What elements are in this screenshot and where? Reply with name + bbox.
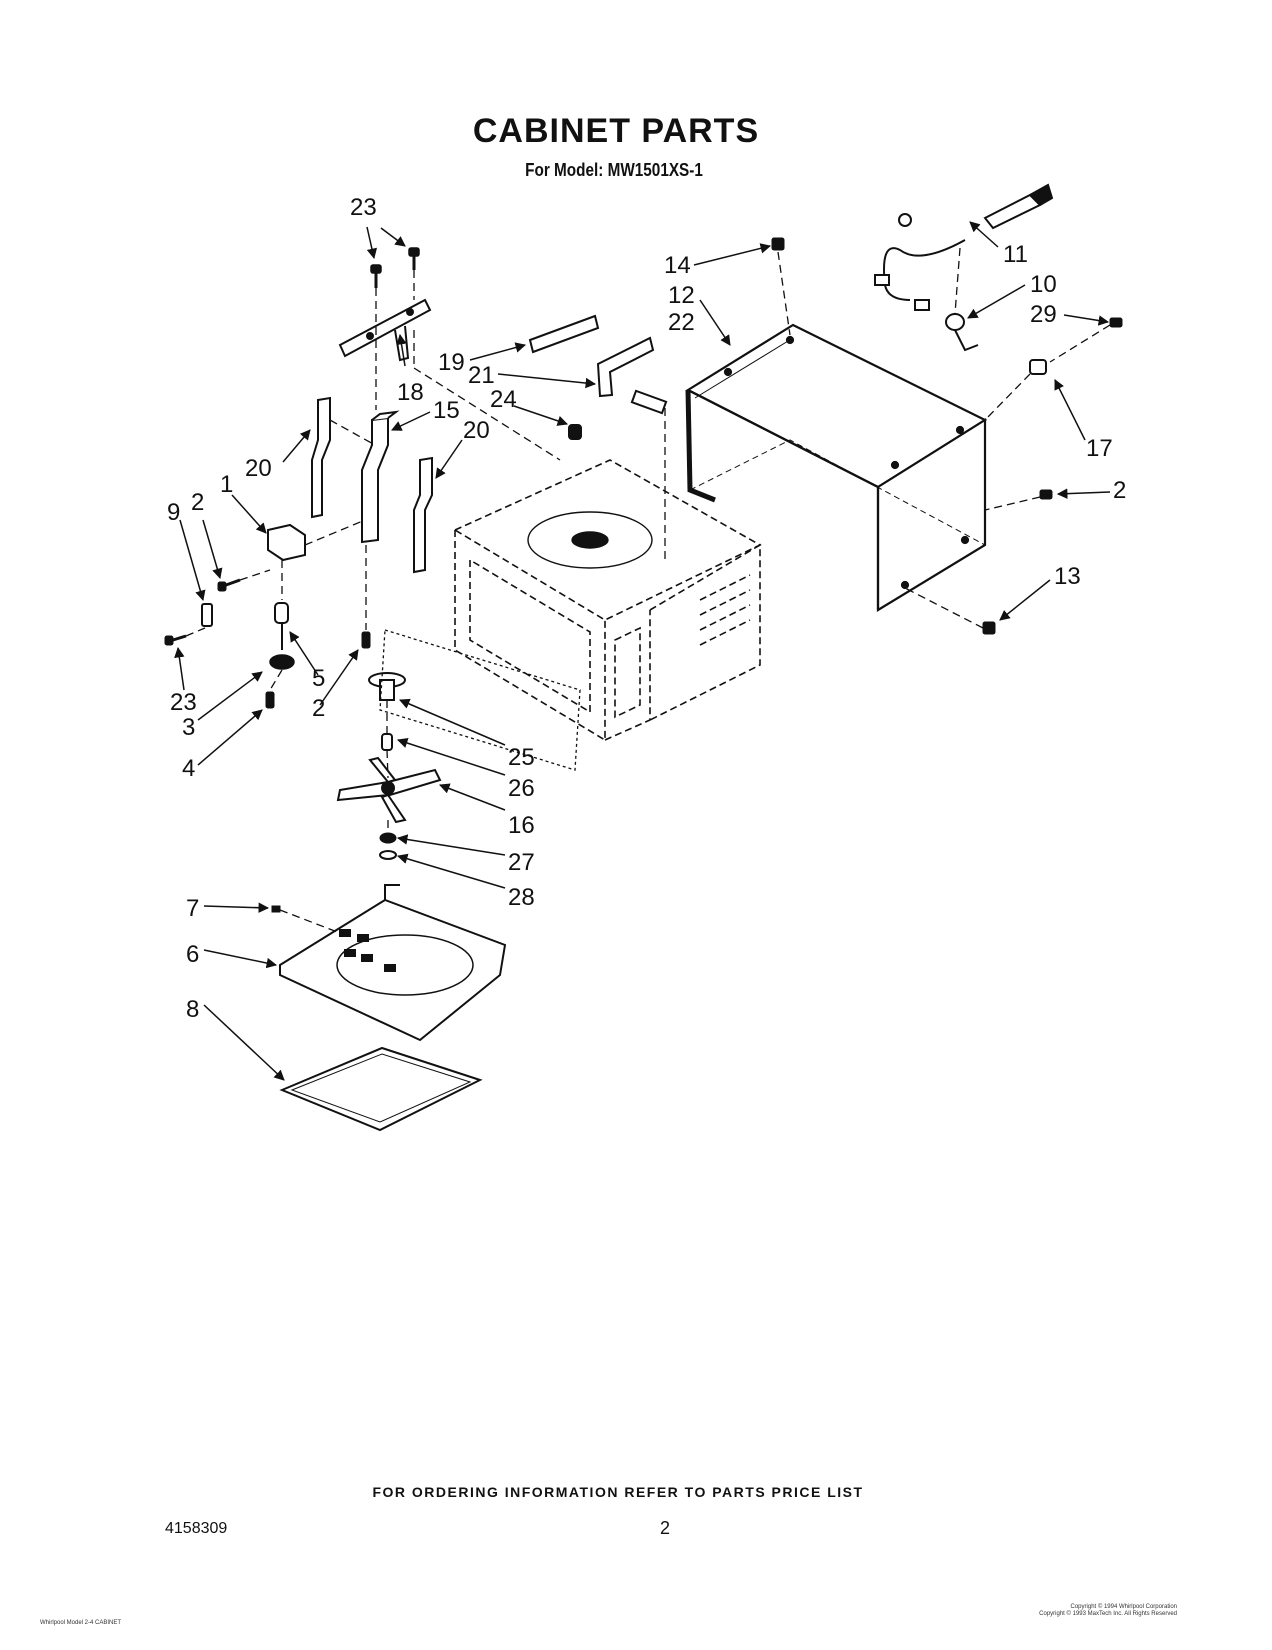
page-title: CABINET PARTS bbox=[472, 112, 760, 150]
waveguide-cover bbox=[379, 629, 581, 771]
callout-labels: 23 14 11 10 12 22 29 19 21 18 24 15 20 2… bbox=[167, 194, 1126, 1023]
callout-9: 9 bbox=[167, 499, 180, 526]
callout-13: 13 bbox=[1054, 563, 1081, 590]
document-number: 4158309 bbox=[165, 1520, 228, 1537]
callout-23-top: 23 bbox=[350, 194, 377, 221]
screw-14 bbox=[771, 237, 785, 251]
screw-4 bbox=[265, 691, 275, 709]
latch-blocks bbox=[528, 314, 668, 440]
latch-arm-15 bbox=[361, 410, 400, 544]
power-cord-11 bbox=[874, 183, 1054, 311]
callout-18: 18 bbox=[397, 379, 424, 406]
coupler-26 bbox=[381, 733, 393, 751]
callout-23-left: 23 bbox=[170, 689, 197, 716]
model-subtitle: For Model: MW1501XS-1 bbox=[525, 160, 703, 180]
callout-2-right: 2 bbox=[1113, 477, 1126, 504]
screw-2-center bbox=[361, 631, 371, 649]
callout-2-left: 2 bbox=[191, 489, 204, 516]
callout-17: 17 bbox=[1086, 435, 1113, 462]
grease-filter-8 bbox=[279, 1046, 483, 1132]
callout-1: 1 bbox=[220, 471, 233, 498]
screw-23-left bbox=[164, 634, 187, 646]
callout-5: 5 bbox=[312, 665, 325, 692]
callout-28: 28 bbox=[508, 884, 535, 911]
outer-cabinet-wrapper bbox=[685, 323, 988, 612]
callout-4: 4 bbox=[182, 755, 195, 782]
hinge-strip-20-left bbox=[311, 396, 331, 519]
stirrer-blade-16 bbox=[336, 756, 442, 824]
page-number: 2 bbox=[660, 1518, 671, 1538]
screw-29 bbox=[1109, 317, 1123, 328]
callout-20-left: 20 bbox=[245, 455, 272, 482]
screw-13 bbox=[982, 621, 996, 635]
screw-2-left bbox=[217, 578, 241, 592]
clip-28 bbox=[379, 850, 397, 860]
callout-7: 7 bbox=[186, 895, 199, 922]
callout-2-center: 2 bbox=[312, 695, 325, 722]
callout-8: 8 bbox=[186, 996, 199, 1023]
footer-copyright: Copyright © 1994 Whirlpool Corporation C… bbox=[1039, 1604, 1177, 1618]
bottom-plate-6 bbox=[279, 884, 507, 1042]
actuator-5 bbox=[274, 602, 289, 650]
latch-bracket-1 bbox=[267, 523, 306, 562]
callout-11: 11 bbox=[1003, 241, 1028, 268]
callout-27: 27 bbox=[508, 849, 535, 876]
top-hinge-bracket bbox=[338, 298, 432, 362]
cord-clamp-10 bbox=[945, 313, 979, 352]
stirrer-motor-25 bbox=[368, 672, 406, 701]
oven-cavity-chassis bbox=[453, 459, 762, 742]
switch-9 bbox=[201, 603, 213, 627]
callout-3: 3 bbox=[182, 714, 195, 741]
callout-6: 6 bbox=[186, 941, 199, 968]
callout-10: 10 bbox=[1030, 271, 1057, 298]
connector-17 bbox=[1029, 359, 1047, 375]
screw-7 bbox=[271, 905, 281, 913]
callout-22: 22 bbox=[668, 309, 695, 336]
turntable-disc bbox=[527, 511, 653, 569]
hinge-strip-20-right bbox=[413, 456, 433, 574]
callout-20-right: 20 bbox=[463, 417, 490, 444]
callout-15: 15 bbox=[433, 397, 460, 424]
callout-12: 12 bbox=[668, 282, 695, 309]
callout-19: 19 bbox=[438, 349, 465, 376]
washer-27 bbox=[379, 832, 397, 844]
callout-14: 14 bbox=[664, 252, 691, 279]
screw-2-right bbox=[1039, 489, 1053, 500]
callout-29: 29 bbox=[1030, 301, 1057, 328]
leader-lines bbox=[174, 221, 1111, 1081]
copyright-line-1: Copyright © 1994 Whirlpool Corporation bbox=[1070, 1604, 1177, 1610]
callout-26: 26 bbox=[508, 775, 535, 802]
callout-25: 25 bbox=[508, 744, 535, 771]
dashed-assembly-lines bbox=[185, 247, 1111, 934]
callout-21: 21 bbox=[468, 362, 495, 389]
callout-16: 16 bbox=[508, 812, 535, 839]
ordering-note: FOR ORDERING INFORMATION REFER TO PARTS … bbox=[372, 1484, 864, 1500]
screw-23-top bbox=[370, 247, 420, 288]
interlock-3 bbox=[269, 654, 295, 670]
footer-small-left: Whirlpool Model 2-4 CABINET bbox=[40, 1620, 122, 1626]
copyright-line-2: Copyright © 1993 MaxTech Inc. All Rights… bbox=[1039, 1611, 1177, 1617]
callout-24: 24 bbox=[490, 386, 517, 413]
